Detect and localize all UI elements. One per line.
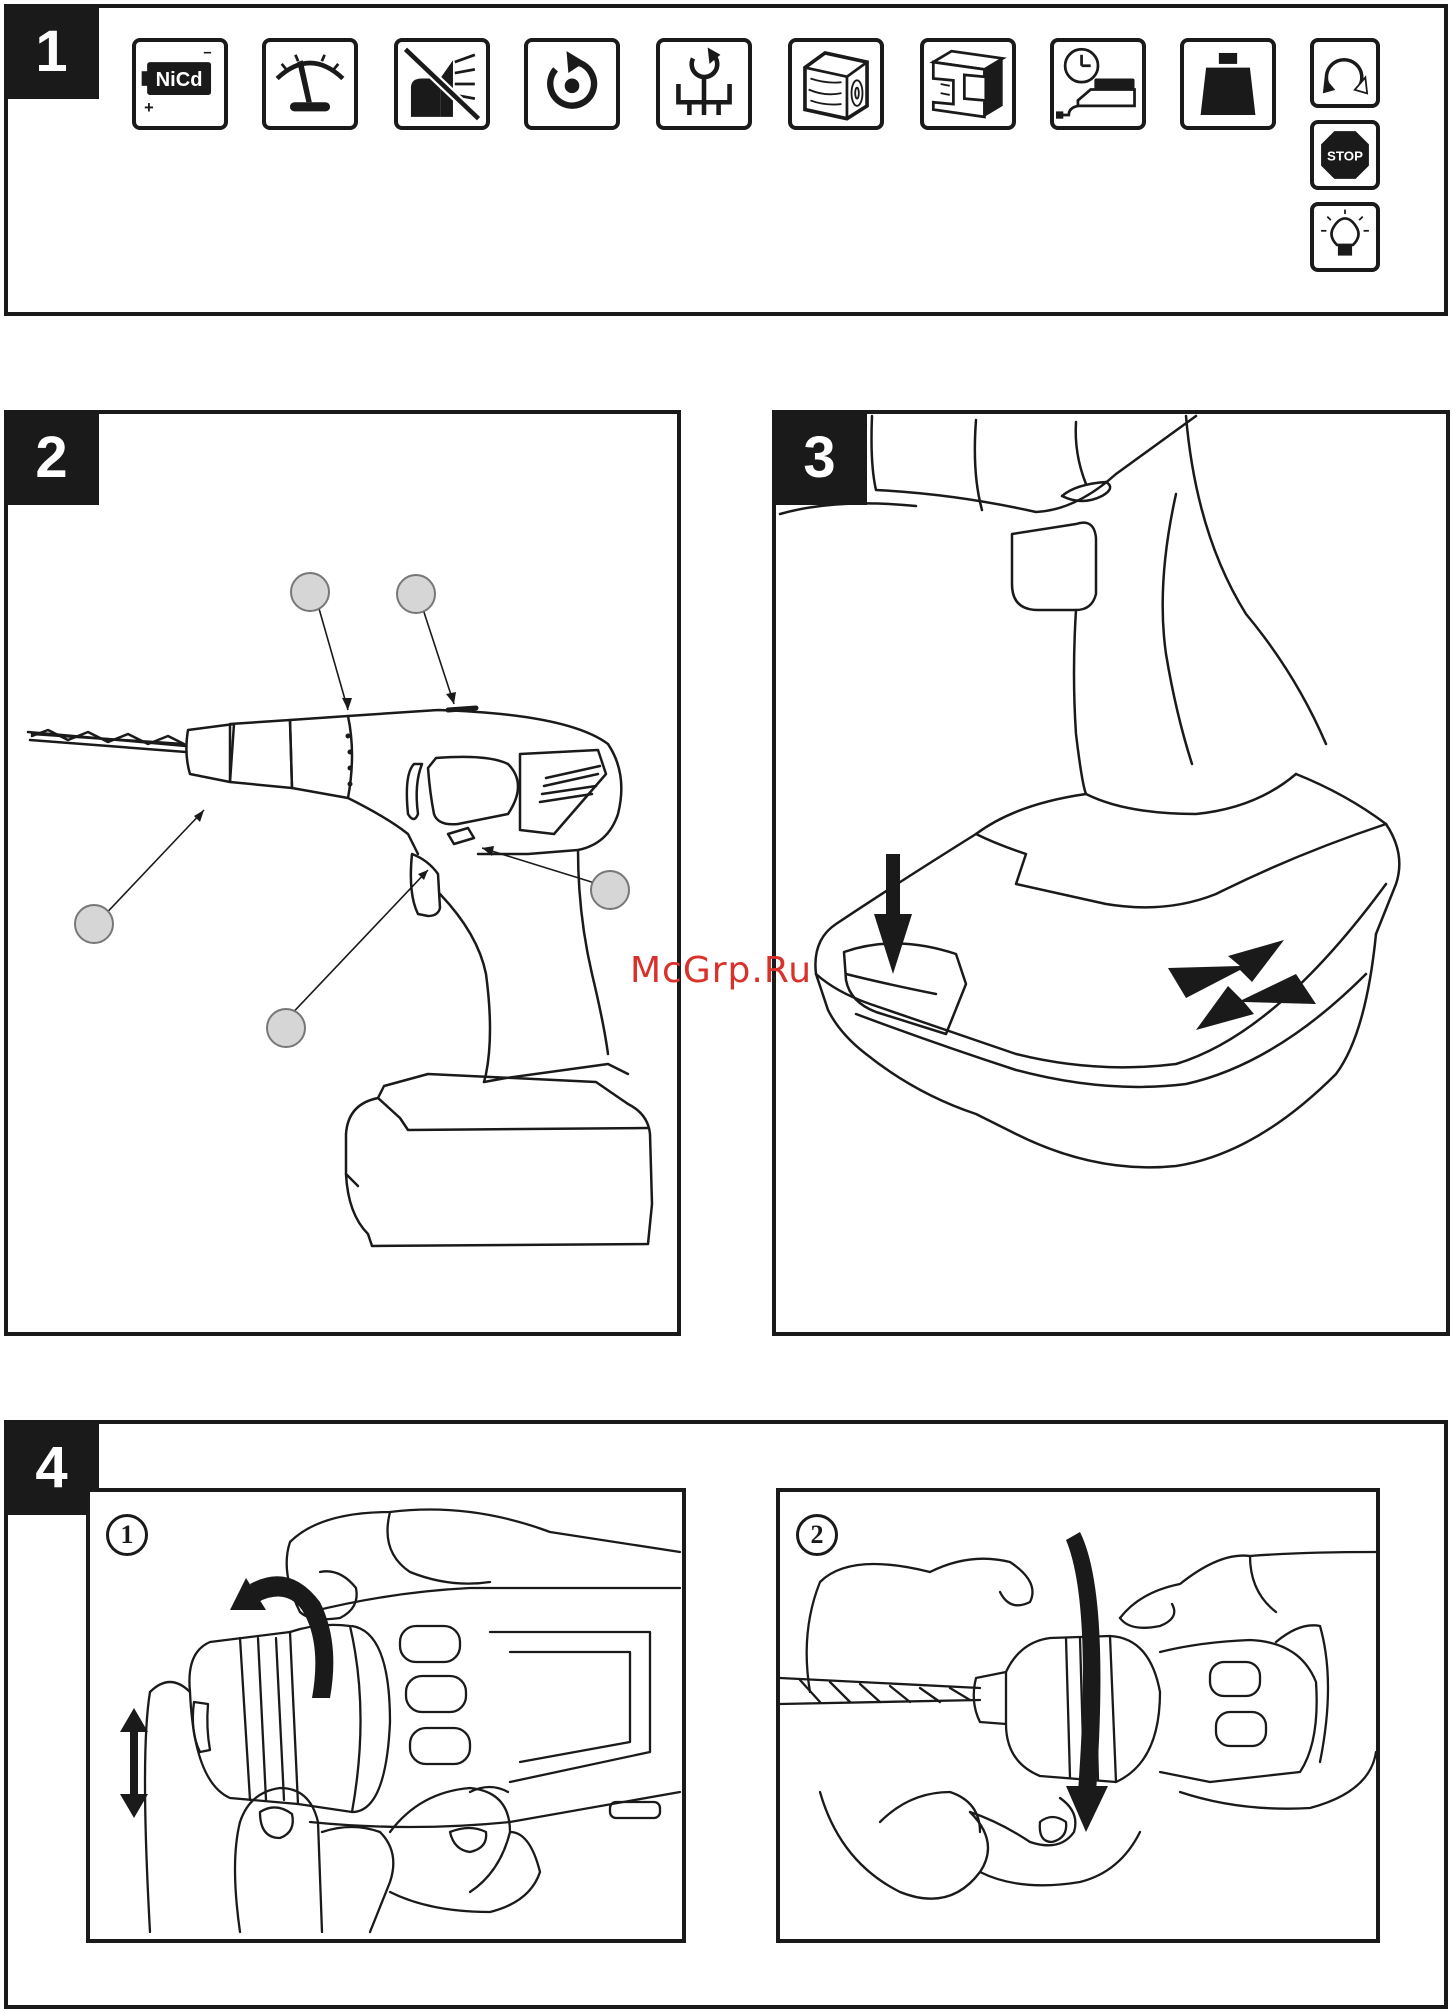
battery-release-illustration [776, 414, 1452, 1340]
callout-forward-reverse [590, 870, 630, 910]
tighten-chuck-illustration [780, 1492, 1376, 1939]
panel-3-battery-release: 3 [772, 410, 1450, 1336]
stop-icon: STOP [1310, 120, 1380, 190]
open-chuck-illustration [90, 1492, 682, 1939]
nicd-battery-icon: NiCd − + [132, 38, 228, 130]
chuck-rotation-icon [656, 38, 752, 130]
light-bulb-icon [1310, 202, 1380, 272]
battery-minus: − [203, 46, 212, 62]
no-wet-conditions-icon [394, 38, 490, 130]
drill-illustration [8, 414, 685, 1340]
panel-1-symbols: 1 NiCd − + [4, 4, 1448, 316]
weight-icon [1180, 38, 1276, 130]
charger-clock-icon [1050, 38, 1146, 130]
battery-label: NiCd [156, 69, 203, 91]
battery-plus: + [144, 99, 154, 117]
callout-chuck-collar [290, 572, 330, 612]
watermark: McGrp.Ru [630, 950, 812, 991]
metal-beam-icon [920, 38, 1016, 130]
panel-4-chuck-operation: 4 1 [4, 1420, 1448, 2009]
callout-direction-switch [396, 574, 436, 614]
callout-trigger [266, 1008, 306, 1048]
step-2-tighten-chuck: 2 [776, 1488, 1380, 1943]
callout-chuck [74, 904, 114, 944]
gauge-icon [262, 38, 358, 130]
stop-label: STOP [1327, 148, 1363, 163]
panel-number: 1 [4, 4, 99, 99]
panel-2-drill-overview: 2 [4, 410, 681, 1336]
reverse-rotation-icon [1310, 38, 1380, 108]
wood-icon [788, 38, 884, 130]
rotation-icon [524, 38, 620, 130]
panel-number: 4 [4, 1420, 99, 1515]
step-1-open-chuck: 1 [86, 1488, 686, 1943]
